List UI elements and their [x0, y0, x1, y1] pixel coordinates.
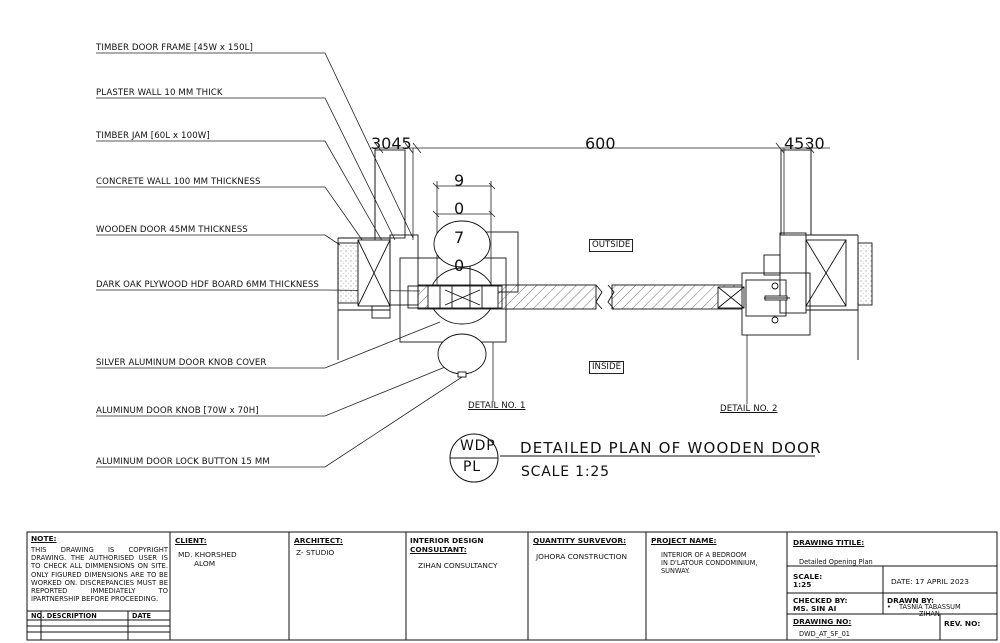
project-line1: INTERIOR OF A BEDROOM — [661, 551, 747, 559]
tag-outside: OUTSIDE — [589, 239, 634, 252]
drawn-bullet-icon: • — [887, 603, 891, 611]
dim-left: 3045 — [371, 134, 412, 153]
title-symbol — [449, 433, 815, 483]
interior-heading-1: INTERIOR DESIGN — [410, 536, 484, 545]
title-block-frame — [26, 531, 998, 641]
knob-dim-digit: 0 — [454, 256, 465, 275]
drawn-line2: ZIHAN — [919, 610, 940, 618]
tag-detail-2: DETAIL NO. 2 — [720, 404, 778, 414]
label-plaster-wall: PLASTER WALL 10 MM THICK — [96, 88, 223, 98]
architect-value: Z- STUDIO — [296, 548, 335, 557]
drawing-title: DETAILED PLAN OF WOODEN DOOR — [520, 439, 822, 457]
drawing-no-heading: DRAWING NO: — [793, 617, 852, 626]
leader-lines — [96, 52, 463, 468]
interior-value: ZIHAN CONSULTANCY — [418, 561, 498, 570]
client-line2: ALOM — [194, 559, 216, 568]
label-door-knob: ALUMINUM DOOR KNOB [70W x 70H] — [96, 406, 259, 416]
dim-center: 600 — [585, 134, 616, 153]
detail-leaders — [492, 335, 748, 404]
knob-dim-digit: 7 — [454, 228, 465, 247]
note-text: THIS DRAWING IS COPYRIGHT DRAWING. THE A… — [31, 546, 168, 604]
scale-value: 1:25 — [793, 580, 812, 589]
checked-value: MS. SIN AI — [793, 604, 837, 613]
date-value: DATE: 17 APRIL 2023 — [891, 577, 969, 586]
qs-heading: QUANTITY SURVEVOR: — [533, 536, 627, 545]
col-no-description: NO. DESCRIPTION — [31, 612, 97, 620]
project-line3: SUNWAY. — [661, 567, 690, 575]
drawn-line1: TASNIA TABASSUM — [899, 603, 961, 611]
drawing-title-heading: DRAWING TITILE: — [793, 538, 865, 547]
col-date: DATE — [132, 612, 152, 620]
project-line2: IN D'LATOUR CONDOMINIUM, — [661, 559, 758, 567]
drawing-no-value: DWD_AT_SF_01 — [799, 630, 850, 638]
drawn-heading: DRAWN BY: — [887, 596, 935, 605]
architect-heading: ARCHITECT: — [294, 536, 343, 545]
label-timber-frame: TIMBER DOOR FRAME [45W x 150L] — [96, 43, 253, 53]
drawing-scale: SCALE 1:25 — [521, 464, 610, 480]
qs-value: JOHORA CONSTRUCTION — [536, 552, 628, 561]
right-wall — [741, 149, 873, 360]
drawing-title-value: Detailed Opening Plan — [799, 558, 873, 566]
title-code-top: WDP — [460, 438, 496, 454]
label-timber-jam: TIMBER JAM [60L x 100W] — [96, 131, 210, 141]
label-concrete-wall: CONCRETE WALL 100 MM THICKNESS — [96, 177, 261, 187]
client-heading: CLIENT: — [175, 536, 207, 545]
title-code-bottom: PL — [463, 459, 481, 475]
tag-detail-1: DETAIL NO. 1 — [468, 401, 526, 411]
knob-dim-digit: 9 — [454, 171, 465, 190]
knob-dim-digit: 0 — [454, 199, 465, 218]
left-wall — [337, 149, 419, 360]
label-plywood: DARK OAK PLYWOOD HDF BOARD 6MM THICKNESS — [96, 280, 319, 290]
label-wooden-door: WOODEN DOOR 45MM THICKNESS — [96, 225, 248, 235]
project-heading: PROJECT NAME: — [651, 536, 717, 545]
dim-right: 4530 — [784, 134, 825, 153]
client-line1: MD. KHORSHED — [178, 550, 237, 559]
tag-inside: INSIDE — [589, 361, 624, 374]
scale-heading: SCALE: — [793, 572, 823, 581]
interior-heading-2: CONSULTANT: — [410, 545, 467, 554]
checked-heading: CHECKED BY: — [793, 596, 848, 605]
rev-heading: REV. NO: — [944, 619, 981, 628]
label-lock-button: ALUMINUM DOOR LOCK BUTTON 15 MM — [96, 457, 270, 467]
label-knob-cover: SILVER ALUMINUM DOOR KNOB COVER — [96, 358, 267, 368]
door-knob — [427, 220, 499, 378]
note-heading: NOTE: — [31, 534, 57, 543]
